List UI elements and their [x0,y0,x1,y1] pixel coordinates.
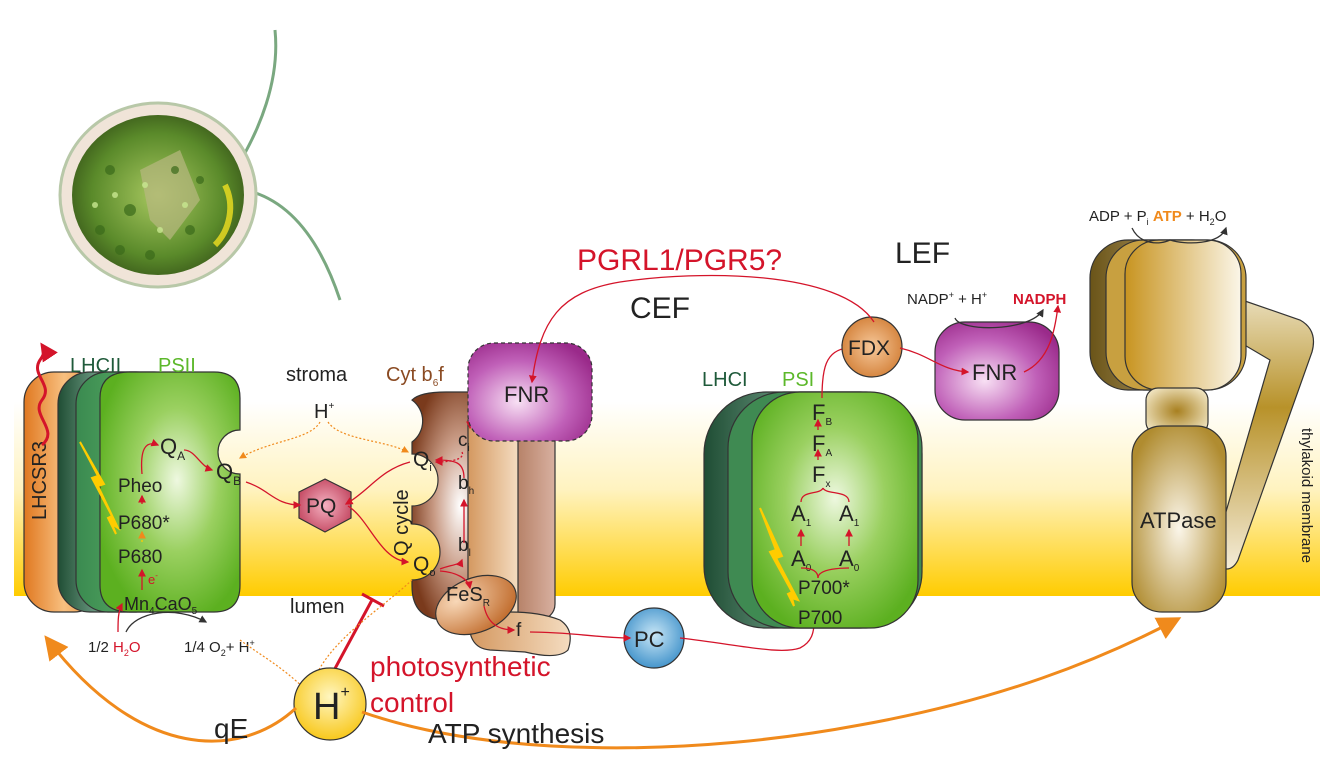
arrow-a1-to-fx-right [822,487,850,503]
a1-right-label: A1 [839,501,860,529]
psii-label: PSII [158,355,196,377]
oxygen-proton-label: 1/4 O2+ H+ [184,638,255,658]
qb-label: QB [216,459,241,488]
psi-complex[interactable] [751,391,919,629]
inhibition-bar [361,592,385,608]
arrow-pheo-to-qa [140,439,160,475]
photosynthetic-control-label-2: control [370,687,454,718]
arrow-qa-to-qb [183,449,214,472]
a1-left-label: A1 [791,501,812,529]
arrow-f-to-pc [529,631,632,642]
atpase-label: ATPase [1140,508,1217,533]
fnr-cef-label: FNR [504,382,549,407]
atp-synthesis-label: ATP synthesis [428,718,604,749]
lhcii-label: LHCII [70,355,121,377]
lef-label: LEF [895,237,950,270]
proton-uptake-qb-arrow [238,421,321,459]
pc-label: PC [634,627,665,652]
cytb6f-label: Cyt b6f [386,364,444,389]
qe-arrow [44,635,298,743]
cef-arrow [528,274,875,384]
atp-reaction-label: ADP + Pi ATP + H2O [1089,208,1226,227]
qo-label: Qo [413,553,435,579]
psi-label: PSI [782,369,814,391]
lhcsr3-label: LHCSR3 [29,441,51,520]
bl-label: bl [458,535,471,559]
stroma-label: stroma [286,364,348,386]
q-cycle-label: Q cycle [391,489,413,556]
p680-label: P680 [118,547,162,568]
cyt-f-label: f [516,620,522,641]
arrow-ci-to-qi [434,451,464,466]
arrow-qo-to-fes [439,570,473,590]
arrow-p700star-split-right [817,567,850,579]
fes-label: FeSR [446,584,490,609]
pheo-label: Pheo [118,476,162,497]
cef-label: CEF [630,292,690,325]
nadph-label: NADPH [1013,291,1066,308]
p680-star-label: P680* [118,513,170,534]
nadp-label: NADP+ + H+ [907,290,987,308]
light-bolt-psi-icon [759,507,801,607]
arrow-pc-to-p700 [679,620,818,652]
p700-star-label: P700* [798,578,850,599]
arrow-nadp-reduction [954,308,1044,329]
fx-label: Fx [812,462,830,490]
arrow-fes-to-f [483,605,516,634]
ci-label: ci [458,430,470,454]
arrow-pq-to-qo [347,505,410,566]
cytochrome-b6f-complex[interactable] [411,391,571,657]
atp-synthesis-arrow [361,617,1182,750]
cef-regulator-label: PGRL1/PGR5? [577,244,782,277]
fdx-label: FDX [848,337,890,360]
arrow-a1-to-fx-left [800,487,824,503]
light-bolt-psii-icon [79,441,121,535]
arrow-p700star-split-left [800,567,819,579]
thylakoid-membrane-label: thylakoid membrane [1298,428,1315,563]
qi-label: Qi [413,448,432,474]
psii-complex[interactable] [99,371,241,613]
ferredoxin[interactable]: FDX [841,316,903,378]
arrow-qi-to-pq [344,461,411,505]
fnr-lef-complex[interactable]: FNR [934,321,1060,421]
a0-right-label: A0 [839,546,860,574]
plastocyanin[interactable]: PC [623,607,685,669]
qe-label: qE [214,713,248,744]
arrow-atp-synthesis-reaction [1131,226,1228,244]
lumen-proton-label: H+ [313,684,350,728]
arrow-qb-to-pq [245,481,302,509]
lumen-proton-pool[interactable]: H+ [293,667,367,741]
plastoquinone-pool[interactable]: PQ [298,478,352,533]
lhci-label: LHCI [702,369,748,391]
bh-label: bh [458,473,474,497]
arrow-water-to-oec [115,602,123,633]
arrow-qo-to-bl [439,558,464,570]
chlamydomonas-cell-illustration [58,29,342,301]
qa-label: QA [160,434,185,463]
fnr-cef-complex[interactable]: FNR [467,342,593,442]
arrow-water-splitting [125,611,208,633]
arrow-fdx-to-fnr [899,347,970,376]
water-label: 1/2 H2O [88,639,141,658]
arrow-fnr-to-nadph [1023,304,1062,373]
oec-label: Mn4CaO5 [124,594,198,617]
p700-label: P700 [798,608,842,629]
fnr-lef-label: FNR [972,360,1017,385]
lumen-label: lumen [290,596,344,618]
photosynthetic-control-label-1: photosynthetic [370,651,551,682]
proton-uptake-qi-arrow [327,421,410,453]
stroma-proton-label: H+ [314,401,334,423]
atp-synthase[interactable]: ATPase [1089,239,1315,613]
proton-release-psii-arrow [239,639,307,691]
pq-label: PQ [306,495,336,518]
electron-label: e- [148,571,158,587]
heat-dissipation-wavy-arrow [36,342,58,447]
